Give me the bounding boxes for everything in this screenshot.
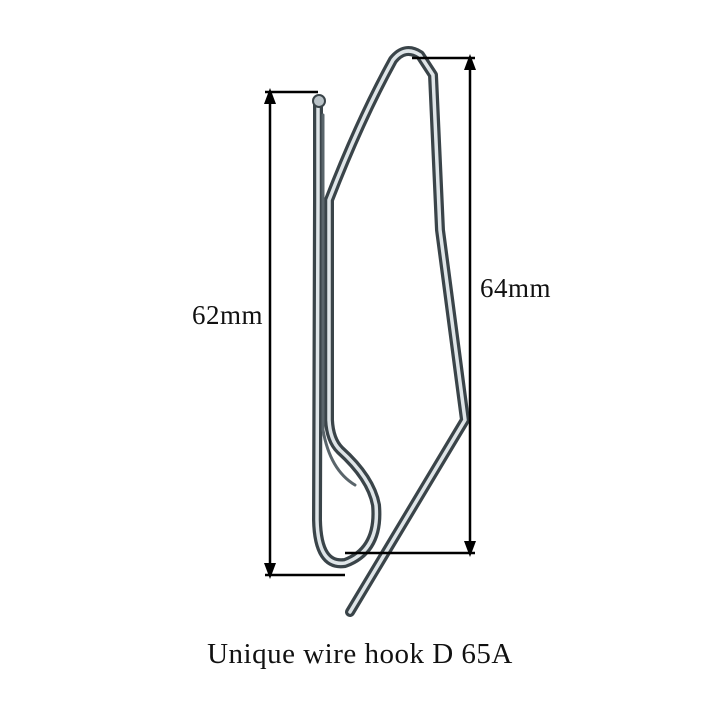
dimension-line-left	[264, 88, 345, 579]
dimension-label-right: 64mm	[480, 273, 552, 303]
wire-tip	[312, 94, 326, 108]
wire-hook-outline	[312, 46, 470, 617]
dimension-line-right	[345, 54, 476, 557]
dimension-label-left: 62mm	[192, 300, 264, 330]
wire-hook	[312, 46, 470, 617]
wire-hook-highlight	[315, 49, 467, 614]
product-caption: Unique wire hook D 65A	[207, 638, 513, 670]
wire-inner-strand	[321, 113, 357, 487]
